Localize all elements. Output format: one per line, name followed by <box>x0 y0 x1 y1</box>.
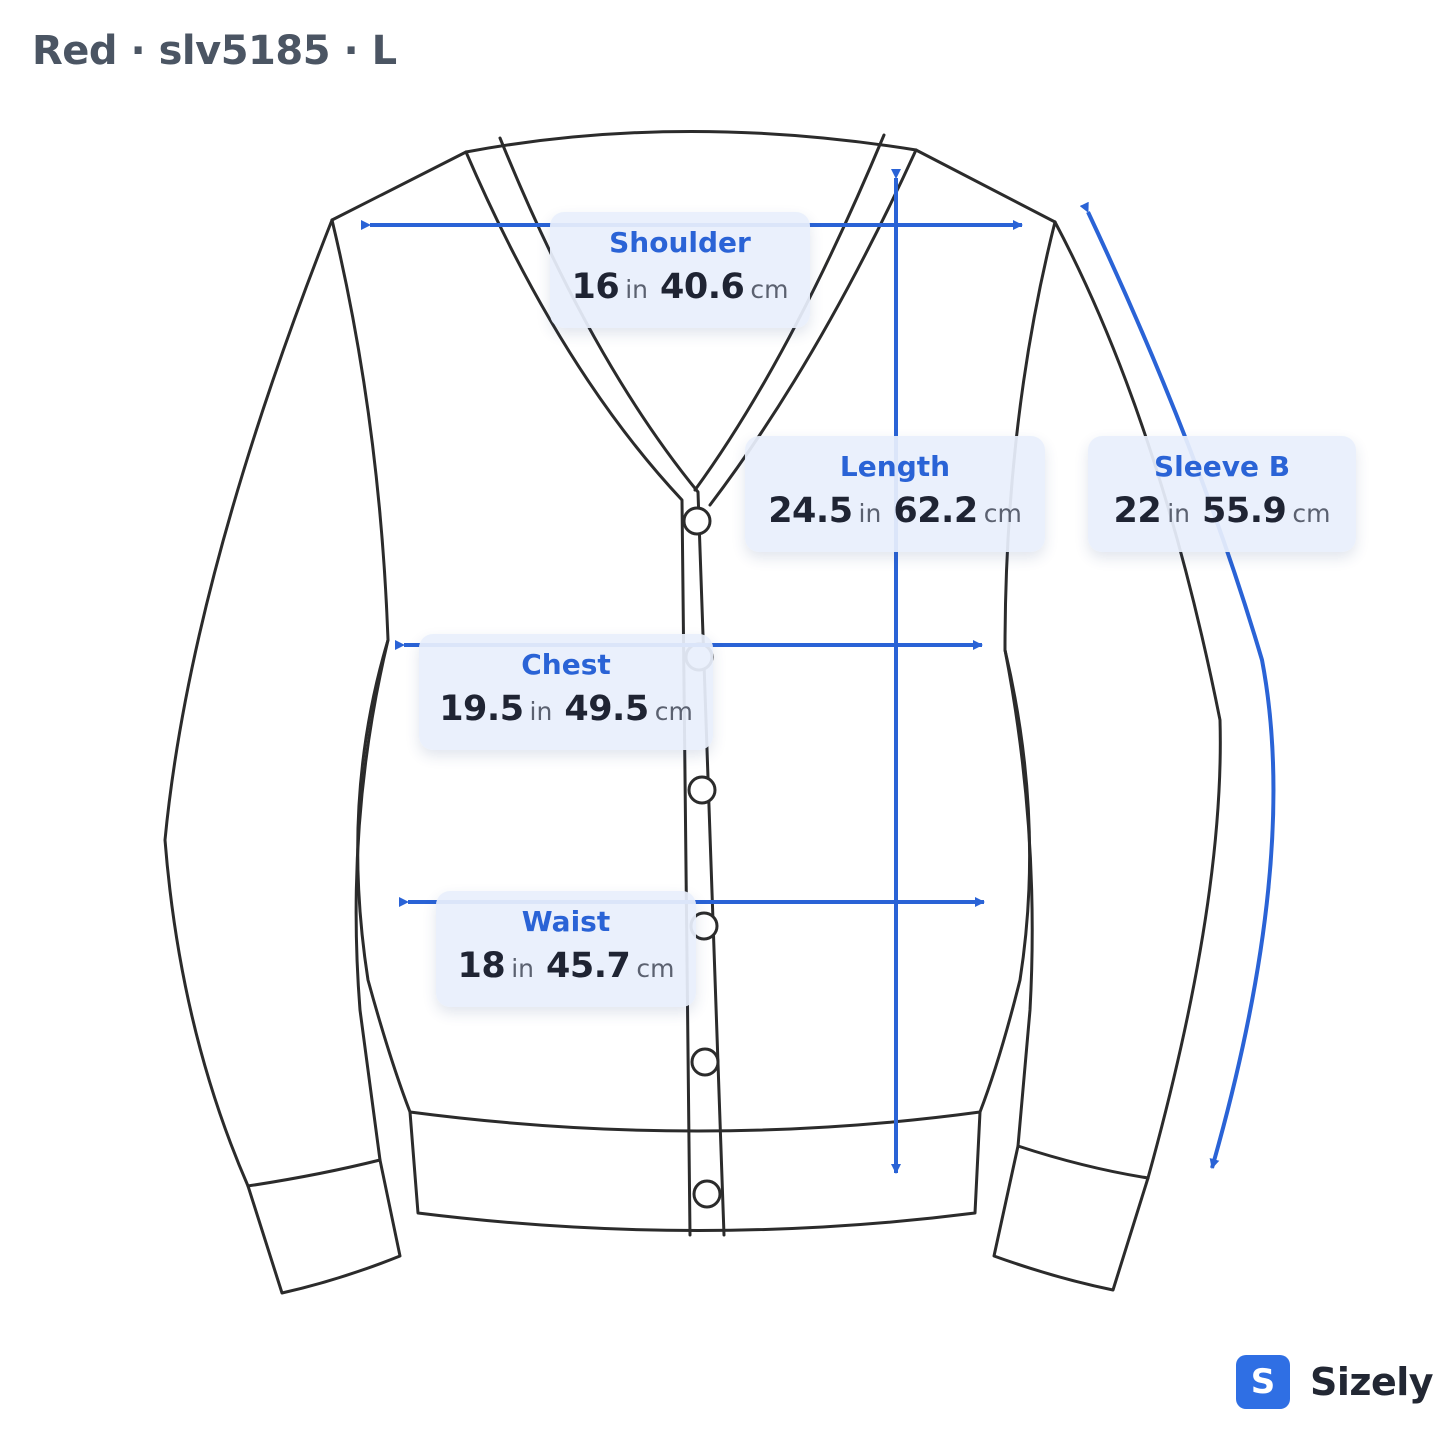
brand-name: Sizely <box>1310 1360 1434 1404</box>
button <box>692 1179 722 1209</box>
page-title: Red · slv5185 · L <box>32 28 397 74</box>
button <box>687 775 717 805</box>
brand-logo: S Sizely <box>1236 1355 1434 1409</box>
unit-in: in <box>1167 499 1191 528</box>
sleeve-cm: 55.9 <box>1202 491 1287 531</box>
brand-badge-icon: S <box>1236 1355 1290 1409</box>
unit-cm: cm <box>1292 499 1331 528</box>
unit-cm: cm <box>983 499 1022 528</box>
unit-cm: cm <box>636 954 675 983</box>
length-inches: 24.5 <box>768 491 853 531</box>
unit-in: in <box>529 697 553 726</box>
unit-in: in <box>625 275 649 304</box>
waist-cm: 45.7 <box>546 946 631 986</box>
unit-in: in <box>511 954 535 983</box>
unit-in: in <box>858 499 882 528</box>
waist-label: Waist <box>521 905 611 938</box>
length-label: Length <box>839 450 951 483</box>
shoulder-cm: 40.6 <box>660 267 745 307</box>
sleeve-inches: 22 <box>1113 491 1162 531</box>
unit-cm: cm <box>654 697 693 726</box>
button <box>682 506 712 536</box>
shoulder-label: Shoulder <box>609 226 751 259</box>
unit-cm: cm <box>750 275 789 304</box>
waist-inches: 18 <box>457 946 506 986</box>
sleeve-label: Sleeve B <box>1153 450 1291 483</box>
shoulder-inches: 16 <box>571 267 620 307</box>
sleeve-arrow <box>1079 201 1276 1169</box>
button <box>690 1047 720 1077</box>
chest-inches: 19.5 <box>439 689 524 729</box>
chest-label: Chest <box>521 648 611 681</box>
chest-cm: 49.5 <box>564 689 649 729</box>
length-cm: 62.2 <box>893 491 978 531</box>
